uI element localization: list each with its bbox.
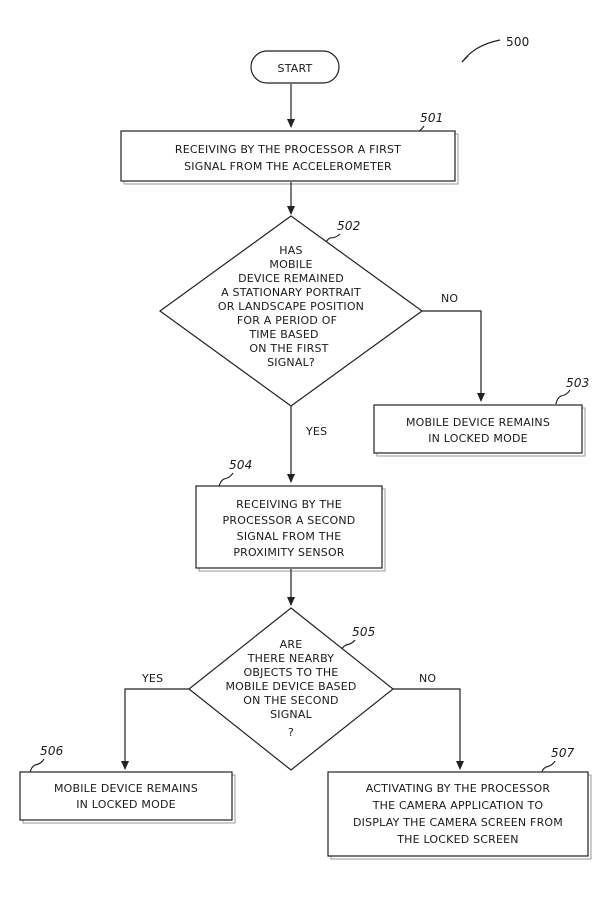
step-503-box	[373, 404, 583, 454]
step-501-line-1: RECEIVING BY THE PROCESSOR A FIRST	[175, 143, 401, 156]
start-label: START	[278, 62, 313, 75]
decision-505-line-2: THERE NEARBY	[247, 652, 335, 665]
decision-502: 502 HAS MOBILE DEVICE REMAINED A STATION…	[158, 215, 424, 407]
step-504-line-1: RECEIVING BY THE	[236, 498, 342, 511]
step-506: 506 MOBILE DEVICE REMAINS IN LOCKED MODE	[19, 744, 236, 824]
decision-502-line-5: OR LANDSCAPE POSITION	[218, 300, 364, 313]
ref-503: 503	[566, 376, 590, 390]
decision-502-line-7: TIME BASED	[248, 328, 318, 341]
start-terminal: START	[250, 50, 340, 84]
leader-506	[29, 758, 45, 774]
step-503-line-2: IN LOCKED MODE	[428, 432, 528, 445]
decision-505-yes-label: YES	[141, 672, 163, 685]
step-504-line-3: SIGNAL FROM THE	[237, 530, 342, 543]
leader-503	[555, 389, 571, 405]
leader-504	[218, 472, 234, 488]
decision-502-line-9: SIGNAL?	[267, 356, 315, 369]
ref-506: 506	[40, 744, 64, 758]
decision-502-line-4: A STATIONARY PORTRAIT	[221, 286, 361, 299]
step-507-line-1: ACTIVATING BY THE PROCESSOR	[366, 782, 551, 795]
step-507-line-4: THE LOCKED SCREEN	[396, 833, 518, 846]
arrow-502-no-to-503	[422, 310, 485, 402]
decision-505-line-1: ARE	[280, 638, 303, 651]
step-504-box	[195, 485, 383, 569]
step-506-line-1: MOBILE DEVICE REMAINS	[54, 782, 198, 795]
ref-507: 507	[551, 746, 575, 760]
ref-502: 502	[337, 219, 361, 233]
step-507-box	[327, 771, 589, 857]
step-503-line-1: MOBILE DEVICE REMAINS	[406, 416, 550, 429]
decision-502-yes-label: YES	[305, 425, 327, 438]
step-507-line-2: THE CAMERA APPLICATION TO	[372, 799, 544, 812]
decision-505-line-7: ?	[288, 726, 294, 739]
step-501-box	[120, 130, 456, 182]
step-507-line-3: DISPLAY THE CAMERA SCREEN FROM	[353, 816, 563, 829]
arrow-505-no-to-507	[393, 688, 464, 770]
step-501: 501 RECEIVING BY THE PROCESSOR A FIRST S…	[120, 111, 459, 185]
step-506-box	[19, 771, 233, 821]
step-504: 504 RECEIVING BY THE PROCESSOR A SECOND …	[195, 458, 386, 572]
ref-504: 504	[229, 458, 253, 472]
decision-505-line-4: MOBILE DEVICE BASED	[225, 680, 356, 693]
decision-505-diamond	[188, 607, 394, 771]
ref-505: 505	[352, 625, 376, 639]
decision-502-line-8: ON THE FIRST	[249, 342, 328, 355]
ref-501: 501	[420, 111, 444, 125]
decision-505-line-6: SIGNAL	[270, 708, 313, 721]
step-503: 503 MOBILE DEVICE REMAINS IN LOCKED MODE	[373, 376, 590, 457]
step-501-line-2: SIGNAL FROM THE ACCELEROMETER	[184, 160, 392, 173]
decision-505: 505 ARE THERE NEARBY OBJECTS TO THE MOBI…	[188, 607, 394, 771]
step-507: 507 ACTIVATING BY THE PROCESSOR THE CAME…	[327, 746, 592, 860]
decision-502-line-6: FOR A PERIOD OF	[237, 314, 337, 327]
step-504-line-2: PROCESSOR A SECOND	[223, 514, 356, 527]
figure-ref-500: 500	[461, 35, 530, 63]
figure-ref-label: 500	[506, 35, 530, 49]
step-506-line-2: IN LOCKED MODE	[76, 798, 176, 811]
decision-502-line-3: DEVICE REMAINED	[238, 272, 344, 285]
step-504-line-4: PROXIMITY SENSOR	[233, 546, 344, 559]
arrow-505-yes-to-506	[121, 688, 189, 770]
decision-502-line-2: MOBILE	[269, 258, 312, 271]
decision-505-line-3: OBJECTS TO THE	[244, 666, 339, 679]
decision-502-line-1: HAS	[279, 244, 302, 257]
start-shape	[250, 50, 340, 84]
decision-505-line-5: ON THE SECOND	[243, 694, 338, 707]
decision-502-no-label: NO	[441, 292, 458, 305]
decision-505-no-label: NO	[419, 672, 436, 685]
